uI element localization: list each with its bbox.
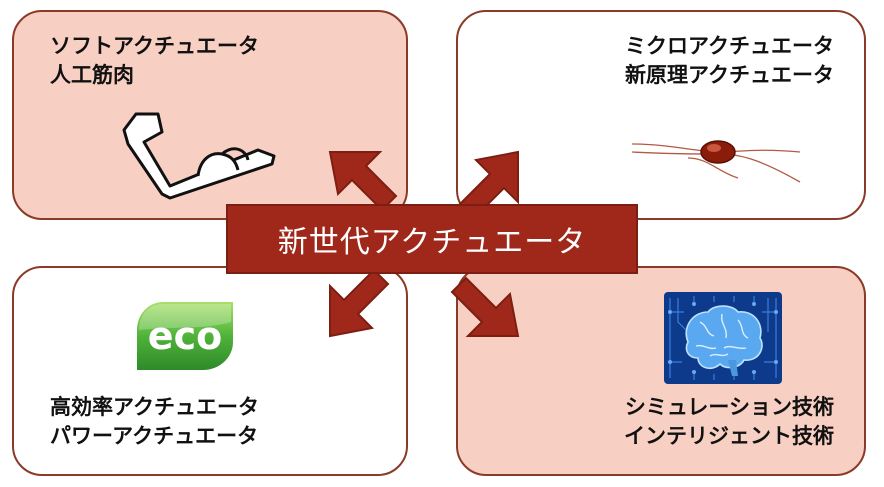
panel-simulation-tech [456, 266, 866, 476]
panel-micro-actuator [456, 10, 866, 220]
soft-gripper-icon [122, 112, 276, 200]
arrow-down-right [450, 276, 520, 337]
center-box: 新世代アクチュエータ [226, 204, 638, 274]
label-line: 新原理アクチュエータ [625, 63, 834, 87]
label-micro-actuator: ミクロアクチュエータ 新原理アクチュエータ [625, 32, 834, 90]
label-line: 高効率アクチュエータ [50, 395, 259, 419]
label-efficient-actuator: 高効率アクチュエータ パワーアクチュエータ [50, 393, 259, 451]
eco-badge: eco [133, 300, 237, 372]
brain-circuit-icon [664, 292, 782, 384]
arrow-down-left [329, 268, 390, 338]
label-line: インテリジェント技術 [624, 424, 834, 448]
center-title: 新世代アクチュエータ [277, 225, 587, 260]
label-line: 人工筋肉 [50, 63, 134, 87]
label-simulation-tech: シミュレーション技術 インテリジェント技術 [624, 393, 834, 451]
arrow-up-left [328, 151, 398, 212]
label-soft-actuator: ソフトアクチュエータ 人工筋肉 [50, 32, 259, 90]
eco-text: eco [147, 314, 223, 358]
label-line: ミクロアクチュエータ [625, 34, 834, 58]
micro-actuator-icon [631, 140, 801, 183]
label-line: パワーアクチュエータ [50, 424, 259, 448]
eco-icon [137, 302, 233, 370]
label-line: ソフトアクチュエータ [50, 34, 259, 58]
label-line: シミュレーション技術 [624, 395, 834, 419]
